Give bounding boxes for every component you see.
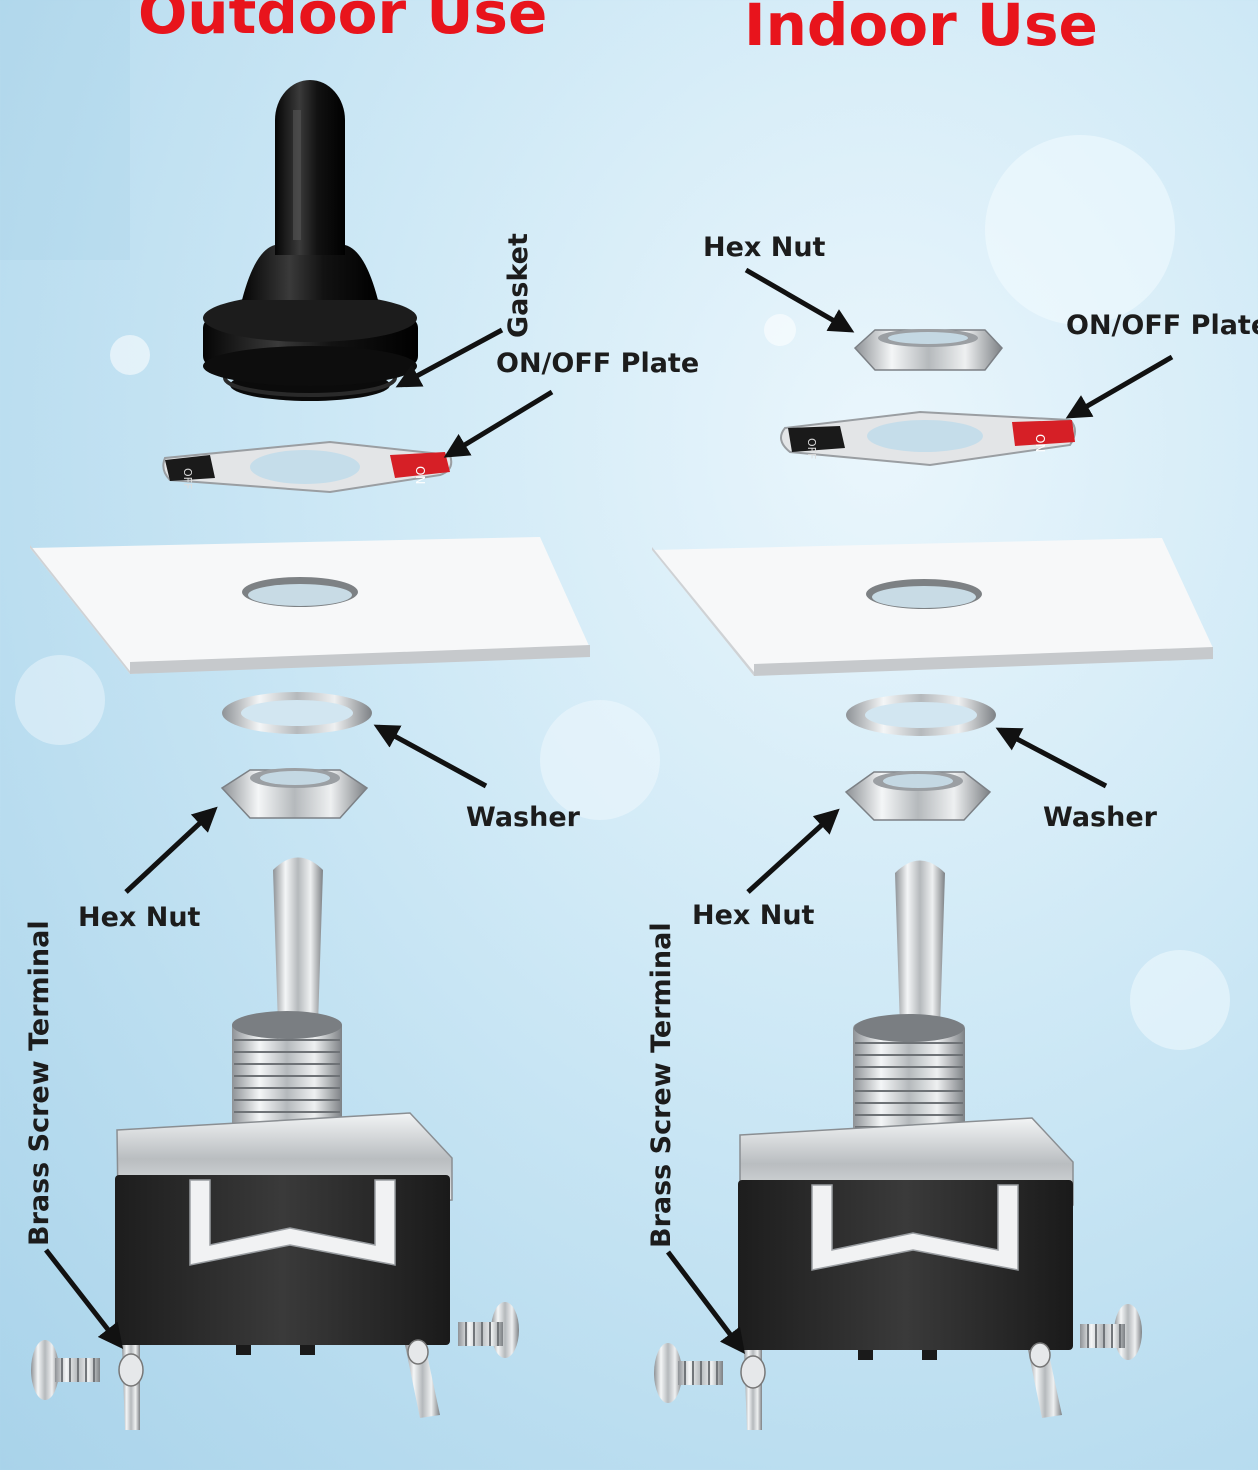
outdoor-toggle-switch <box>115 857 453 1355</box>
outdoor-washer <box>222 692 372 734</box>
arrow-indoor-hexnut <box>746 808 840 894</box>
indoor-washer <box>846 694 996 736</box>
outdoor-panel <box>30 537 590 674</box>
arrow-outdoor-gasket <box>395 327 504 388</box>
outdoor-on-tab <box>390 452 450 478</box>
outdoor-on-text: ON <box>413 466 427 484</box>
indoor-hex-nut-label: Hex Nut <box>692 900 815 931</box>
arrow-indoor-washer <box>995 727 1108 789</box>
outdoor-onoff-plate-label: ON/OFF Plate <box>496 348 700 379</box>
indoor-onoff-plate-label: ON/OFF Plate <box>1066 310 1258 341</box>
indoor-screw-terminals <box>654 1304 1142 1430</box>
arrow-outdoor-terminal <box>44 1248 124 1349</box>
arrow-indoor-onoff <box>1065 354 1174 419</box>
indoor-on-tab <box>1012 420 1075 446</box>
outdoor-off-text: OFF <box>181 468 194 489</box>
indoor-toggle-switch <box>738 860 1074 1360</box>
outdoor-washer-label: Washer <box>466 802 580 833</box>
indoor-off-text: OFF <box>805 438 818 459</box>
arrow-indoor-terminal <box>666 1250 746 1354</box>
outdoor-use-heading: Outdoor Use <box>138 0 548 47</box>
outdoor-screw-terminals <box>31 1302 519 1430</box>
indoor-washer-label: Washer <box>1043 802 1157 833</box>
indoor-on-text: ON <box>1033 434 1047 452</box>
indoor-panel <box>652 538 1213 676</box>
indoor-off-tab <box>788 426 845 452</box>
indoor-top-hex-nut <box>853 329 1003 371</box>
arrow-outdoor-onoff <box>443 389 554 458</box>
outdoor-onoff-plate: ON OFF <box>162 440 453 494</box>
arrow-outdoor-washer <box>373 724 488 789</box>
outdoor-gasket-label: Gasket <box>503 233 534 338</box>
indoor-hex-nut-top-label: Hex Nut <box>703 232 826 263</box>
outdoor-hex-nut-label: Hex Nut <box>78 902 201 933</box>
indoor-onoff-plate: ON OFF <box>780 410 1076 467</box>
outdoor-hex-nut <box>220 768 369 819</box>
indoor-use-heading: Indoor Use <box>744 0 1098 59</box>
arrow-indoor-top-hexnut <box>744 267 855 333</box>
background-bokeh <box>0 0 130 745</box>
outdoor-rubber-boot <box>203 80 418 401</box>
indoor-hex-nut <box>844 771 992 821</box>
outdoor-off-tab <box>165 455 215 481</box>
callout-arrows <box>44 267 1174 1354</box>
arrow-outdoor-hexnut <box>124 806 218 894</box>
outdoor-brass-screw-terminal-label: Brass Screw Terminal <box>24 920 55 1246</box>
indoor-brass-screw-terminal-label: Brass Screw Terminal <box>646 922 677 1248</box>
